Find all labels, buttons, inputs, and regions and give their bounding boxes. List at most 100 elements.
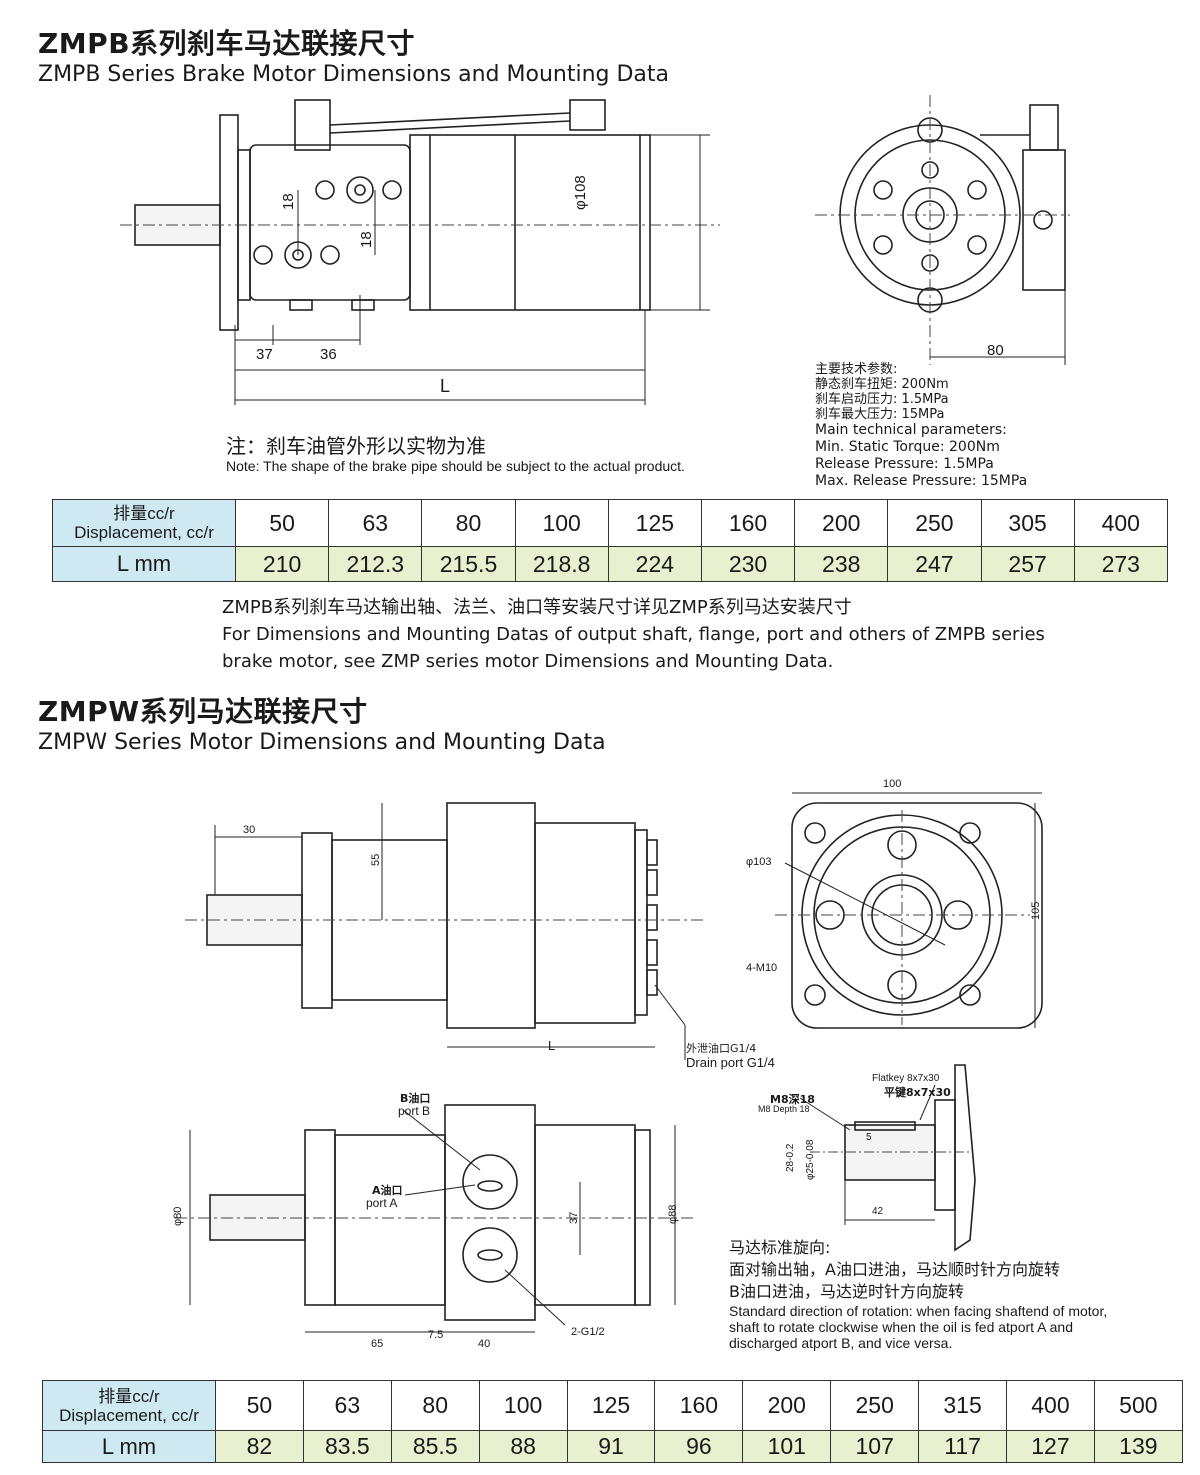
table-row: 排量cc/r Displacement, cc/r 50 63 80 100 1… (42, 1380, 1183, 1431)
displacement-cell: 63 (302, 1380, 392, 1431)
zmpb-dim-18b: 18 (358, 231, 375, 248)
zmpw-port-a-cn: A油口 (372, 1184, 403, 1197)
zmpw-m8-cn: M8深18 (770, 1093, 815, 1106)
displacement-header: 排量cc/r Displacement, cc/r (52, 499, 236, 547)
zmpb-note-cn: 注：刹车油管外形以实物为准 (226, 434, 486, 458)
l-cell: 139 (1093, 1430, 1183, 1463)
displacement-header: 排量cc/r Displacement, cc/r (42, 1380, 216, 1431)
table-row: L mm 210 212.3 215.5 218.8 224 230 238 2… (52, 546, 1168, 582)
zmpb-side-view-drawing (120, 99, 720, 405)
l-cell: 83.5 (302, 1430, 392, 1463)
displacement-cell: 500 (1093, 1380, 1183, 1431)
l-cell: 273 (1073, 546, 1168, 582)
zmpw-dim-2-g1-2: 2-G1/2 (571, 1326, 605, 1338)
zmpw-drain-en: Drain port G1/4 (686, 1055, 775, 1070)
l-cell: 218.8 (514, 546, 609, 582)
zmpw-rotation-description: 马达标准旋向: 面对输出轴，A油口进油，马达顺时针方向旋转 B油口进油，马达逆时… (729, 1237, 1107, 1351)
zmpb-footer-en-2: brake motor, see ZMP series motor Dimens… (222, 651, 834, 672)
displacement-cell: 315 (918, 1380, 1008, 1431)
rotation-cn-2: 面对输出轴，A油口进油，马达顺时针方向旋转 (729, 1260, 1060, 1279)
displacement-cell: 400 (1073, 499, 1168, 547)
zmpw-port-view-drawing (175, 1104, 695, 1333)
zmpw-flatkey-cn: 平键8x7x30 (884, 1086, 951, 1099)
param-en-2: Release Pressure: 1.5MPa (815, 456, 994, 472)
displacement-header-en: Displacement, cc/r (59, 1405, 199, 1425)
l-cell: 224 (607, 546, 702, 582)
zmpw-dim-30: 30 (243, 824, 256, 836)
l-cell: 91 (566, 1430, 656, 1463)
param-en-head: Main technical parameters: (815, 422, 1007, 438)
zmpb-title-cn: ZMPB系列刹车马达联接尺寸 (38, 27, 416, 60)
zmpw-port-b-en: port B (398, 1104, 431, 1118)
rotation-cn-3: B油口进油，马达逆时针方向旋转 (729, 1282, 964, 1301)
zmpw-port-a-en: port A (366, 1196, 398, 1210)
displacement-cell: 160 (654, 1380, 744, 1431)
zmpw-shaft-detail-drawing (799, 1064, 976, 1252)
zmpw-dim-28: 28-0.2 (785, 1143, 796, 1172)
zmpw-dim-phi80: φ80 (172, 1206, 184, 1226)
zmpb-dimension-table: 排量cc/r Displacement, cc/r 50 63 80 100 1… (52, 499, 1168, 582)
zmpb-title-en: ZMPB Series Brake Motor Dimensions and M… (38, 62, 669, 87)
param-en-3: Max. Release Pressure: 15MPa (815, 473, 1028, 489)
displacement-cell: 200 (742, 1380, 832, 1431)
zmpw-title-en: ZMPW Series Motor Dimensions and Mountin… (38, 730, 606, 755)
l-cell: 247 (887, 546, 982, 582)
zmpb-footer-cn: ZMPB系列刹车马达输出轴、法兰、油口等安装尺寸详见ZMP系列马达安装尺寸 (222, 597, 852, 618)
zmpw-dim-L: L (548, 1038, 556, 1053)
rotation-en-1: Standard direction of rotation: when fac… (729, 1303, 1108, 1319)
zmpw-dim-phi25: φ25-0.08 (805, 1139, 816, 1180)
zmpw-dim-105: 105 (1030, 901, 1042, 920)
zmpw-flatkey-en: Flatkey 8x7x30 (872, 1073, 940, 1084)
displacement-cell: 50 (234, 499, 330, 547)
zmpb-dim-18a: 18 (280, 193, 297, 210)
zmpb-dim-80: 80 (987, 342, 1004, 359)
zmpb-dim-36: 36 (320, 346, 337, 363)
zmpw-dim-4-m10: 4-M10 (746, 962, 778, 974)
displacement-cell: 400 (1006, 1380, 1095, 1431)
l-cell: 88 (478, 1430, 568, 1463)
zmpb-note-en: Note: The shape of the brake pipe should… (226, 458, 685, 474)
param-cn-head: 主要技术参数: (815, 362, 898, 377)
zmpb-dim-37: 37 (256, 346, 273, 363)
param-cn-1: 静态刹车扭矩: 200Nm (815, 377, 949, 392)
zmpb-footer-en-1: For Dimensions and Mounting Datas of out… (222, 624, 1045, 645)
l-mm-header: L mm (42, 1430, 216, 1463)
table-row: 排量cc/r Displacement, cc/r 50 63 80 100 1… (52, 499, 1168, 547)
zmpb-dim-L: L (440, 376, 451, 396)
l-cell: 101 (742, 1430, 832, 1463)
l-cell: 210 (234, 546, 330, 582)
displacement-cell: 305 (980, 499, 1075, 547)
l-cell: 230 (700, 546, 796, 582)
zmpw-dim-phi88: φ88 (667, 1204, 679, 1224)
displacement-cell: 125 (607, 499, 702, 547)
zmpw-side-view-drawing (185, 802, 705, 1060)
displacement-cell: 100 (478, 1380, 568, 1431)
zmpw-dim-phi103: φ103 (746, 856, 772, 868)
zmpw-end-view-drawing (775, 792, 1043, 1029)
zmpb-dim-phi108: φ108 (572, 175, 589, 210)
displacement-cell: 125 (566, 1380, 656, 1431)
zmpw-dim-100: 100 (883, 778, 902, 790)
zmpb-end-view-drawing (815, 95, 1070, 365)
rotation-cn-1: 马达标准旋向: (729, 1238, 831, 1257)
l-cell: 238 (794, 546, 889, 582)
displacement-header-cn: 排量cc/r (113, 504, 175, 523)
displacement-cell: 63 (328, 499, 423, 547)
l-cell: 257 (980, 546, 1075, 582)
zmpw-title-cn: ZMPW系列马达联接尺寸 (38, 695, 368, 728)
l-cell: 82 (215, 1430, 304, 1463)
zmpw-drain-cn: 外泄油口G1/4 (686, 1042, 757, 1055)
table-row: L mm 82 83.5 85.5 88 91 96 101 107 117 1… (42, 1430, 1183, 1463)
zmpb-technical-parameters: 主要技术参数: 静态刹车扭矩: 200Nm 刹车启动压力: 1.5MPa 刹车最… (815, 362, 1027, 490)
rotation-en-2: shaft to rotate clockwise when the oil i… (729, 1319, 1073, 1335)
l-cell: 117 (918, 1430, 1008, 1463)
displacement-cell: 250 (830, 1380, 920, 1431)
zmpw-port-b-cn: B油口 (400, 1092, 431, 1105)
displacement-cell: 100 (514, 499, 609, 547)
displacement-cell: 80 (421, 499, 516, 547)
displacement-header-en: Displacement, cc/r (74, 523, 214, 542)
zmpw-dim-7-5: 7.5 (428, 1329, 444, 1341)
l-cell: 85.5 (390, 1430, 480, 1463)
l-cell: 107 (830, 1430, 920, 1463)
displacement-cell: 160 (700, 499, 796, 547)
